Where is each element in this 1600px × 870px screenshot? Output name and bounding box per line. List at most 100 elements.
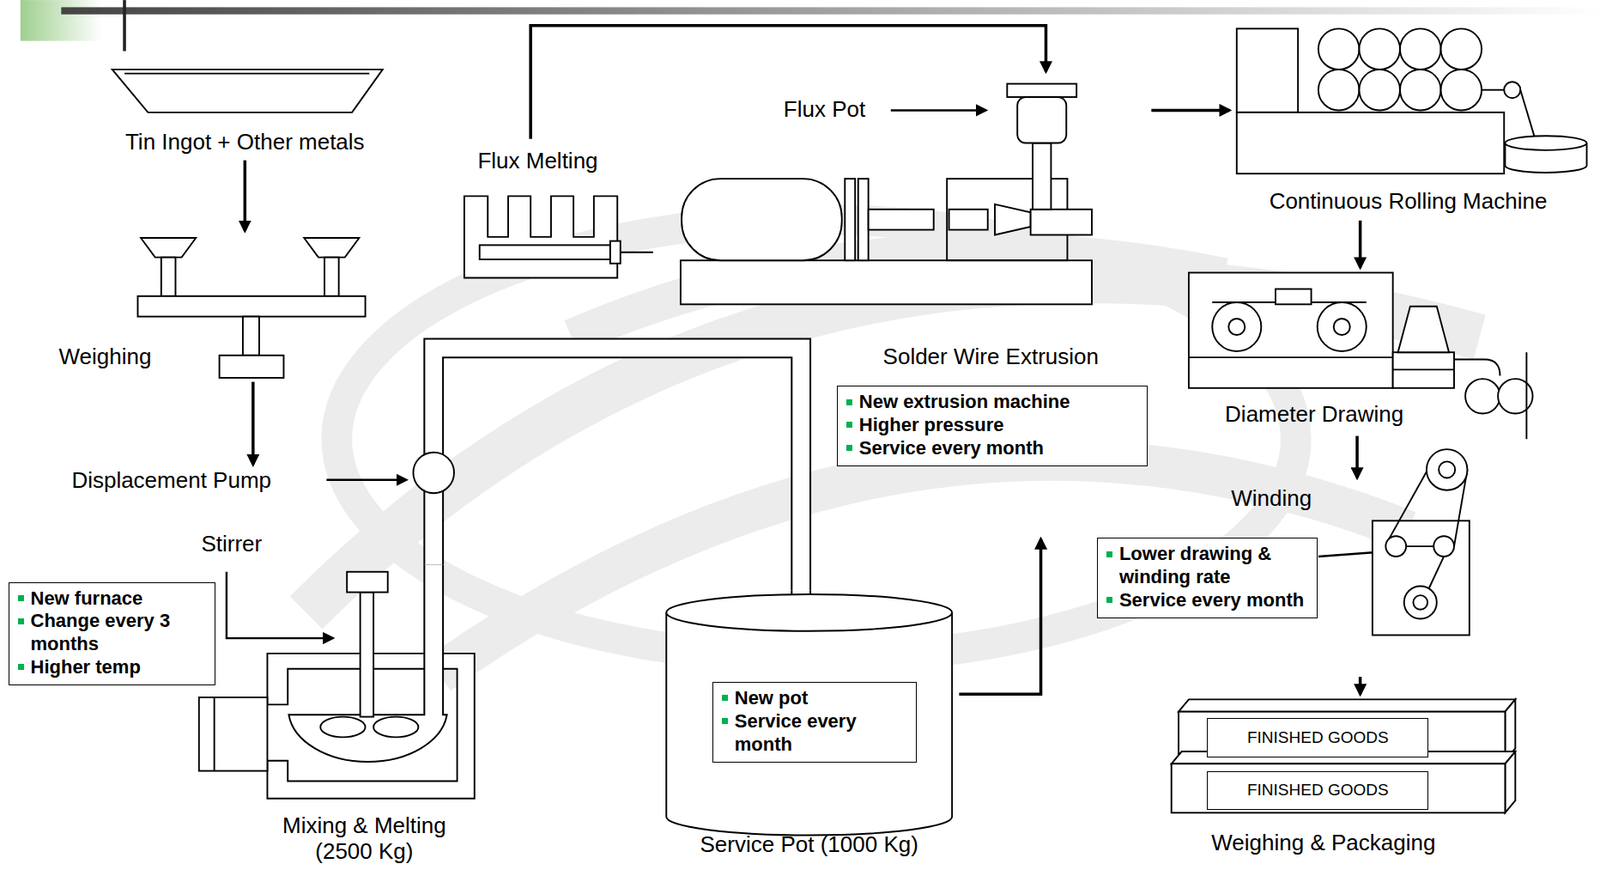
pipe-bore [433, 347, 801, 590]
weighing-scale [137, 237, 365, 378]
winding-machine [1426, 448, 1468, 491]
rolling-machine [1400, 69, 1442, 111]
rolling-machine [1236, 112, 1504, 174]
drawing-machine [1188, 356, 1394, 358]
rolling-machine [1504, 135, 1587, 151]
process-step: Diameter Drawing [1183, 266, 1536, 436]
step-label: Service Pot (1000 Kg) [699, 831, 918, 858]
process-step: Continuous Rolling Machine [1229, 26, 1595, 221]
winding-machine [1385, 535, 1407, 557]
step-label: Tin Ingot + Other metals [125, 129, 365, 156]
step-label: Continuous Rolling Machine [1269, 188, 1548, 215]
rolling-machine [1358, 28, 1400, 70]
step-label: Weighing & Packaging [1211, 830, 1436, 856]
winding-machine [1438, 460, 1455, 478]
drawing-machine [1398, 306, 1449, 352]
drawing-machine [1454, 359, 1500, 376]
drawing-machine [1188, 272, 1534, 439]
flow-arrow [244, 160, 246, 231]
note-item: Service every month [844, 436, 1141, 461]
winding-machine [1404, 585, 1437, 619]
pipe [424, 562, 443, 717]
process-step: Solder Wire ExtrusionNew extrusion machi… [675, 71, 1152, 539]
extrusion-machine [1030, 209, 1092, 236]
furnace [360, 592, 374, 717]
note-item: Higher pressure [844, 413, 1141, 437]
furnace [373, 716, 419, 738]
goods-boxes [1171, 698, 1516, 813]
winding-machine [1387, 471, 1427, 541]
drawing-machine [1525, 351, 1528, 439]
rolling-machine [1236, 28, 1588, 174]
goods-boxes [1504, 751, 1516, 813]
rolling-machine [1441, 28, 1483, 70]
weighing-scale [219, 355, 285, 378]
rolling-machine [1318, 69, 1360, 111]
drawing-machine [1188, 272, 1394, 388]
goods-text: FINISHED GOODS [1247, 780, 1389, 800]
furnace [288, 714, 447, 762]
weighing-scale [137, 296, 365, 317]
leader-arrow [890, 109, 987, 111]
furnace [213, 696, 216, 771]
service-pot [666, 593, 952, 836]
extrusion-machine [994, 204, 1031, 236]
header-bar [20, 0, 103, 42]
rolling-machine [1236, 28, 1298, 112]
note-item: New extrusion machine [844, 390, 1141, 414]
drawing-machine [1333, 318, 1351, 335]
service-pot [666, 612, 952, 835]
flow-line [958, 539, 1041, 695]
rolling-machine [1503, 81, 1521, 98]
weighing-scale [324, 257, 340, 297]
drawing-machine [1228, 318, 1245, 335]
flow-arrow [958, 539, 1041, 695]
step-label: Winding [1230, 485, 1312, 512]
note-box: Lower drawing & winding rateService ever… [1096, 537, 1318, 618]
service-pot [666, 593, 952, 631]
note-item: Higher temp [16, 655, 208, 679]
process-step: Flux Melting [459, 139, 659, 282]
goods-label: FINISHED GOODS [1206, 717, 1429, 758]
extrusion-machine [949, 209, 988, 231]
flux-melter [479, 244, 611, 260]
drawing-machine [1317, 302, 1367, 352]
flow-line [1151, 109, 1230, 113]
flux-melter [464, 195, 618, 278]
pipe-wall [433, 347, 801, 590]
drawing-machine [1393, 368, 1455, 370]
drawing-machine [1393, 351, 1455, 388]
rolling-machine [1358, 69, 1400, 111]
goods-label: FINISHED GOODS [1206, 770, 1429, 810]
leader-arrow [326, 478, 407, 481]
flow-arrow [1151, 109, 1230, 111]
header-bar [60, 6, 1600, 14]
step-label: Weighing [58, 344, 152, 370]
ingot-tray [124, 72, 370, 75]
extrusion-machine [1017, 96, 1067, 143]
drawing-machine [1212, 302, 1261, 352]
note-item: Service every month [1104, 588, 1310, 613]
extrusion-machine [680, 260, 1092, 304]
rolling-machine [1400, 28, 1442, 70]
flow-line [1358, 220, 1363, 268]
weighing-scale [140, 237, 196, 258]
step-label: Mixing & Melting (2500 Kg) [260, 812, 470, 865]
rolling-machine [1318, 28, 1360, 70]
rolling-machine [1481, 89, 1504, 91]
process-step: Weighing & Packaging FINISHED GOODS FINISH… [1168, 693, 1526, 867]
furnace [320, 716, 365, 738]
watermark [571, 250, 1225, 337]
flow-arrow [252, 381, 254, 465]
note-item: Lower drawing & winding rate [1104, 542, 1310, 589]
ingot-tray [112, 69, 383, 113]
note-item: Service every month [720, 709, 910, 757]
winding-machine [1412, 594, 1428, 610]
extrusion-machine [681, 178, 843, 261]
weighing-scale [242, 316, 260, 356]
extrusion-machine [1032, 143, 1051, 210]
step-label: Solder Wire Extrusion [883, 344, 1099, 370]
